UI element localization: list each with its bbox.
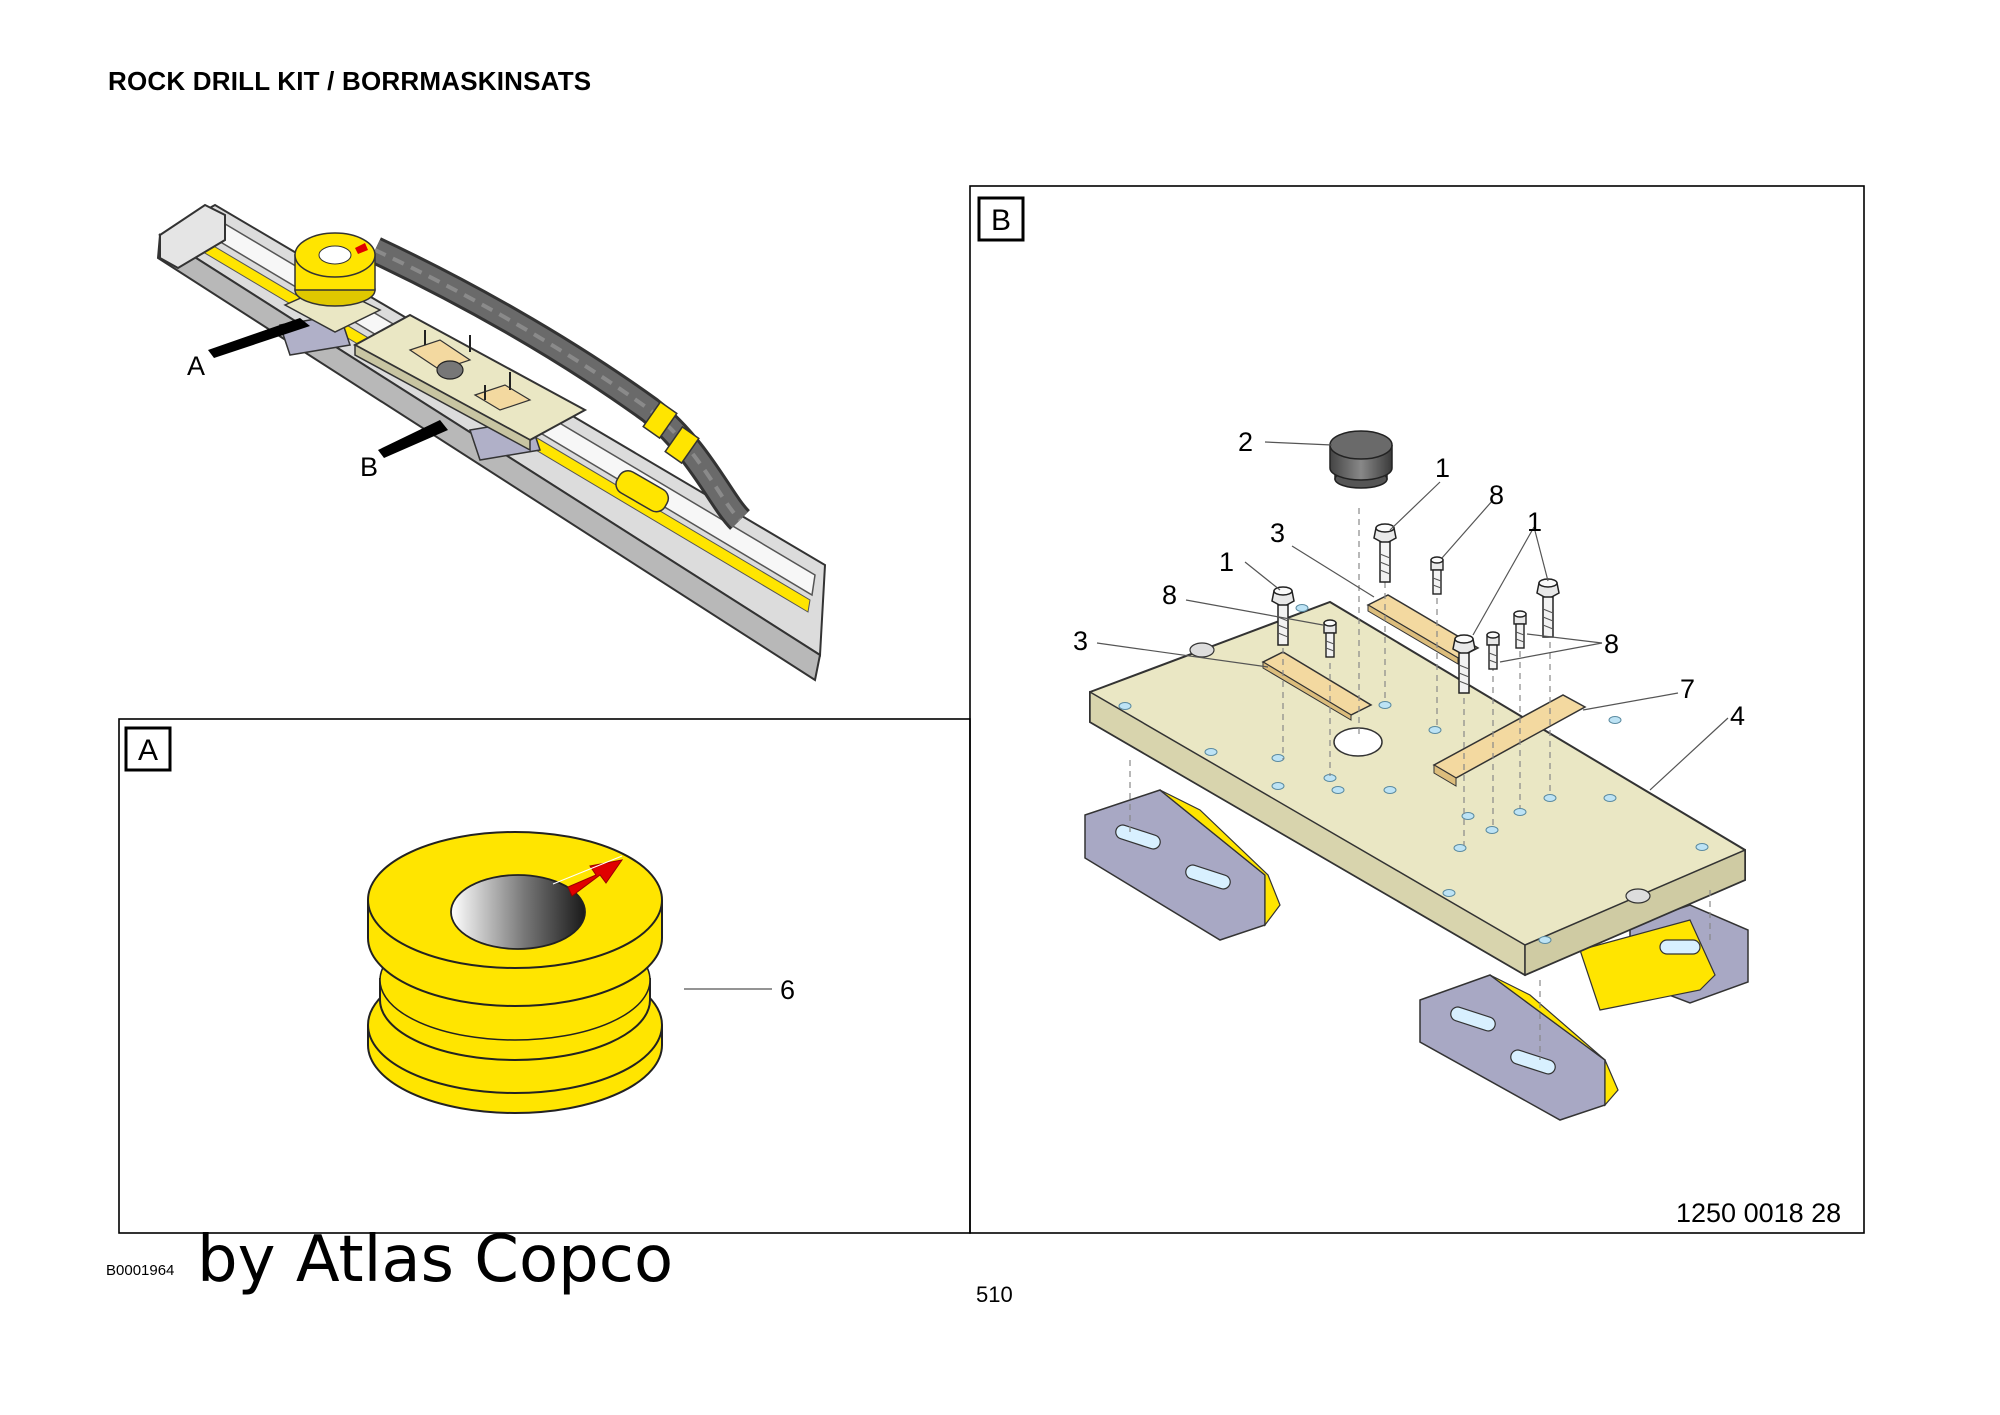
callout-1-b: 1	[1219, 547, 1234, 577]
overview-label-a: A	[187, 351, 205, 381]
callout-3-a: 3	[1270, 518, 1285, 548]
detail-a-tag-label: A	[138, 734, 158, 767]
detail-b-tag	[977, 196, 1025, 242]
callout-1-c: 1	[1527, 507, 1542, 537]
callout-8-b: 8	[1162, 580, 1177, 610]
overview-drawing	[156, 203, 827, 682]
callout-6: 6	[780, 975, 795, 1005]
callout-2: 2	[1238, 427, 1253, 457]
watermark-text: by Atlas Copco	[197, 1223, 674, 1297]
detail-b-tag-label: B	[991, 204, 1011, 237]
page-title: ROCK DRILL KIT / BORRMASKINSATS	[108, 66, 592, 96]
detail-b-frame	[969, 185, 1865, 1234]
direction-arrow-icon	[567, 859, 624, 897]
callout-8-c: 8	[1604, 629, 1619, 659]
callout-8-a: 8	[1489, 480, 1504, 510]
callout-1-a: 1	[1435, 453, 1450, 483]
sheave-wheel	[367, 831, 663, 1114]
callout-4: 4	[1730, 701, 1745, 731]
drawing-part-number: 1250 0018 28	[1676, 1198, 1842, 1228]
rubber-cap	[1329, 430, 1393, 489]
detail-b-leaders	[1096, 441, 1729, 791]
callout-7: 7	[1680, 674, 1695, 704]
mounting-plate-assembly	[1084, 430, 1749, 1121]
document-id: B0001964	[106, 1262, 175, 1279]
page-number: 510	[976, 1282, 1013, 1307]
callout-3-b: 3	[1073, 626, 1088, 656]
detail-a-tag	[124, 726, 172, 772]
overview-label-b: B	[360, 452, 378, 482]
